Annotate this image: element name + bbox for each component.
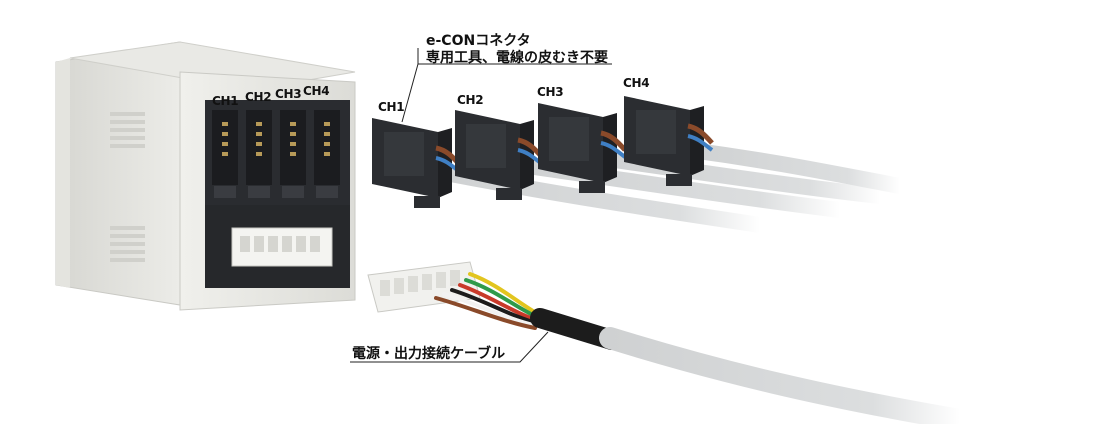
econ-connector-note: 専用工具、電線の皮むき不要 (426, 50, 608, 66)
housing-flange (56, 58, 70, 288)
controller-unit (55, 41, 356, 311)
unit-ch3-label: CH3 (275, 87, 302, 101)
unit-ch4-label: CH4 (303, 84, 330, 98)
power-cable-label: 電源・出力接続ケーブル (352, 346, 506, 362)
socket-columns (212, 110, 340, 198)
side-vents (110, 112, 145, 262)
econ-connector-ch3 (538, 103, 627, 193)
leader-lines (350, 48, 612, 363)
econ-connector-title: e-CONコネクタ (426, 33, 531, 49)
connector-ch1-label: CH1 (378, 100, 405, 114)
econ-connector-ch1 (372, 118, 462, 208)
connector-ch3-label: CH3 (537, 85, 564, 99)
unit-ch2-label: CH2 (245, 90, 272, 104)
econ-connector-ch4 (624, 96, 714, 186)
socket-block (205, 100, 350, 205)
housing-side (55, 41, 181, 306)
power-output-cable (367, 261, 971, 424)
unit-ch1-label: CH1 (212, 94, 239, 108)
connector-ch2-label: CH2 (457, 93, 484, 107)
connector-ch4-label: CH4 (623, 76, 650, 90)
